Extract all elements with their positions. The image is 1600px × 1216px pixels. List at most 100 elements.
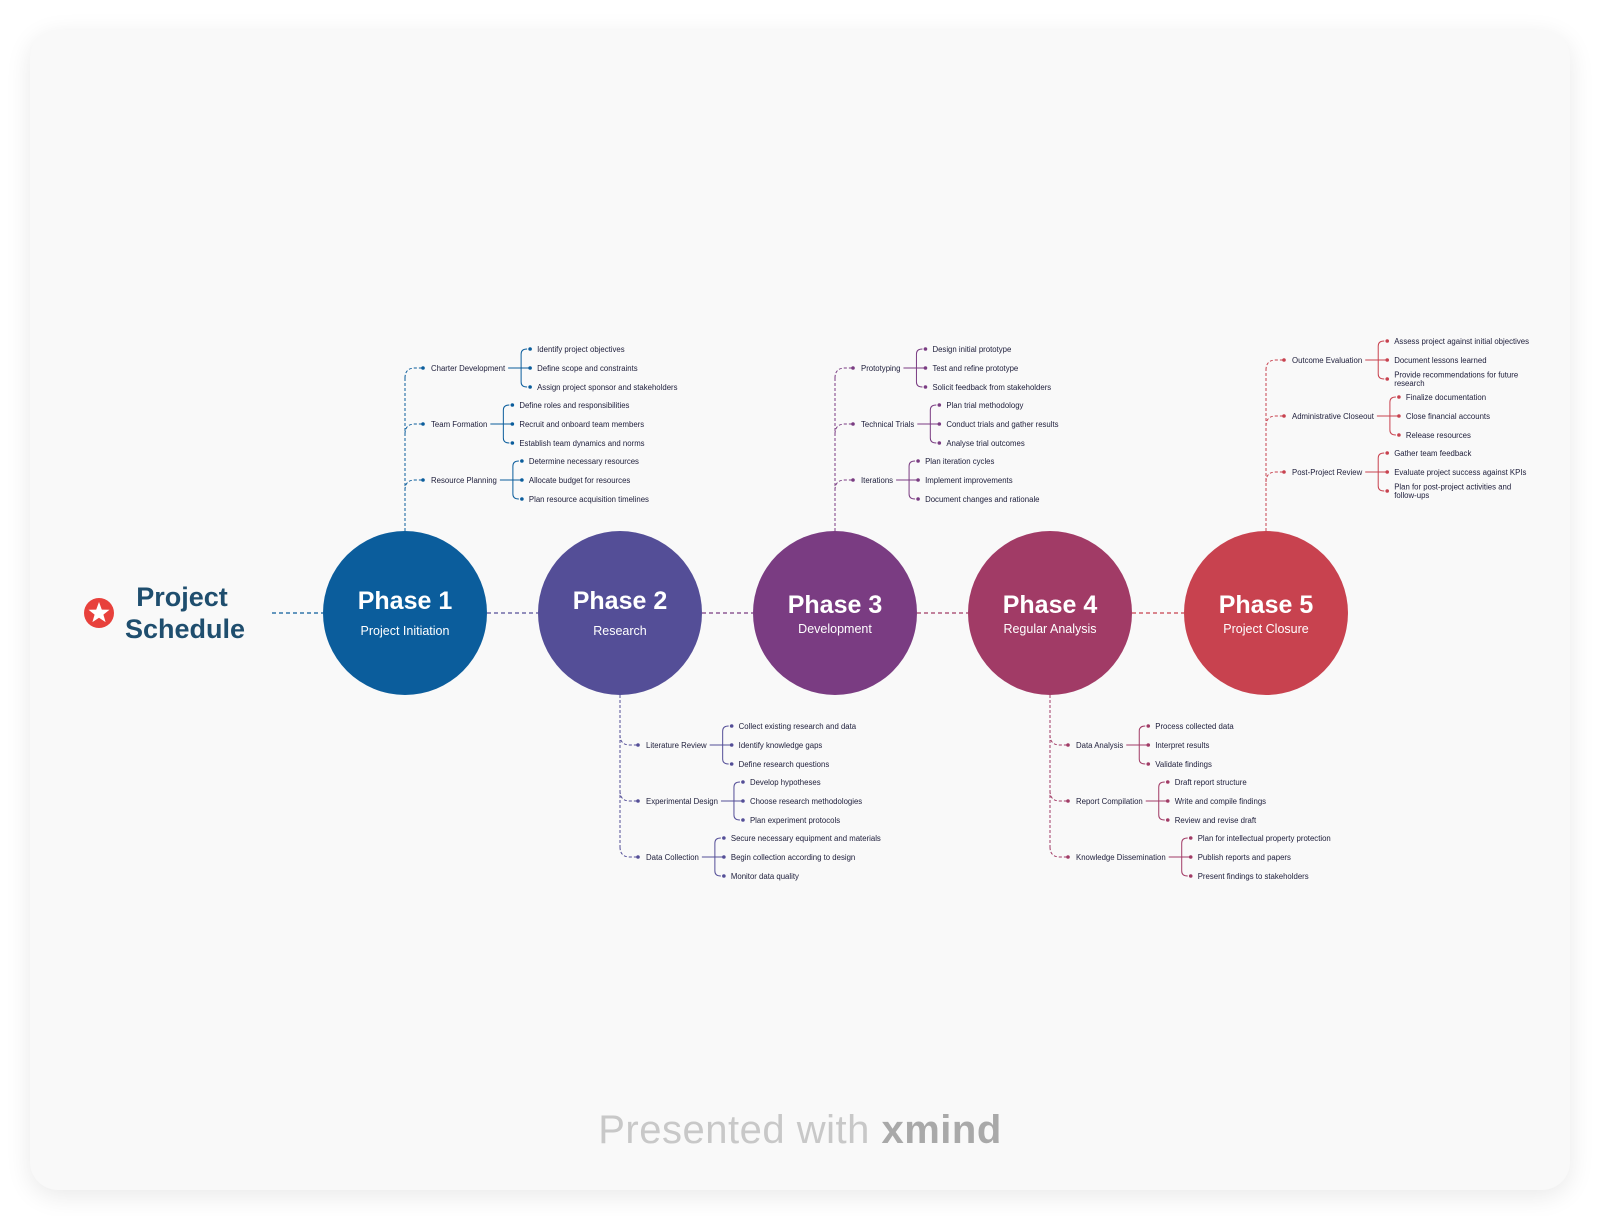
branch-node-dot [851,478,855,482]
branch-label-experimental-design[interactable]: Experimental Design [646,797,718,806]
branch-label-outcome-evaluation[interactable]: Outcome Evaluation [1292,356,1362,365]
branch-label-report-compilation[interactable]: Report Compilation [1076,797,1143,806]
item-dot [1385,339,1390,343]
item-bracket [915,348,923,388]
item-monitor-data-quality[interactable]: Monitor data quality [731,872,799,881]
branch-label-charter-development[interactable]: Charter Development [431,364,506,373]
item-implement-improvements[interactable]: Implement improvements [925,476,1013,485]
item-collect-existing-research-and-data[interactable]: Collect existing research and data [739,722,857,731]
branch-connector [834,367,853,379]
item-dot [528,366,532,370]
branch-label-administrative-closeout[interactable]: Administrative Closeout [1292,412,1375,421]
item-bracket [929,404,937,444]
phase-topics: Phase 1 Project Initiation Charter Develop… [323,337,1529,881]
item-dot [1385,377,1390,381]
item-conduct-trials-and-gather-results[interactable]: Conduct trials and gather results [946,420,1058,429]
item-allocate-budget-for-resources[interactable]: Allocate budget for resources [529,476,631,485]
item-plan-experiment-protocols[interactable]: Plan experiment protocols [750,816,840,825]
item-draft-report-structure[interactable]: Draft report structure [1175,778,1247,787]
item-dot [1165,799,1170,803]
branch-label-post-project-review[interactable]: Post-Project Review [1292,468,1363,477]
item-document-lessons-learned[interactable]: Document lessons learned [1394,356,1486,365]
item-determine-necessary-resources[interactable]: Determine necessary resources [529,457,639,466]
root-topic[interactable]: Project Schedule [84,582,245,644]
item-identify-knowledge-gaps[interactable]: Identify knowledge gaps [739,741,823,750]
phase-circle-5[interactable] [1184,531,1348,695]
item-plan-resource-acquisition-timelines[interactable]: Plan resource acquisition timelines [529,495,649,504]
item-process-collected-data[interactable]: Process collected data [1155,722,1234,731]
item-dot [528,385,532,389]
item-gather-team-feedback[interactable]: Gather team feedback [1394,449,1471,458]
item-bracket [502,404,510,444]
item-design-initial-prototype[interactable]: Design initial prototype [932,345,1011,354]
item-dot [1385,451,1390,455]
item-dot [1385,489,1390,493]
item-review-and-revise-draft[interactable]: Review and revise draft [1175,816,1257,825]
item-dot [923,366,928,370]
item-validate-findings[interactable]: Validate findings [1155,760,1212,769]
branch-node-dot [1066,855,1070,859]
branch-label-team-formation[interactable]: Team Formation [431,420,487,429]
footer-brand-logo[interactable]: xmind [881,1108,1002,1152]
item-define-roles-and-responsibilities[interactable]: Define roles and responsibilities [519,401,629,410]
branch-label-data-collection[interactable]: Data Collection [646,853,699,862]
item-present-findings-to-stakeholders[interactable]: Present findings to stakeholders [1198,872,1309,881]
item-plan-for-intellectual-property-protection[interactable]: Plan for intellectual property protectio… [1198,834,1331,843]
item-bracket [908,460,916,500]
item-close-financial-accounts[interactable]: Close financial accounts [1406,412,1490,421]
branch-connector [834,423,853,435]
branch-label-literature-review[interactable]: Literature Review [646,741,707,750]
item-dot [1146,724,1151,728]
item-define-research-questions[interactable]: Define research questions [739,760,830,769]
item-finalize-documentation[interactable]: Finalize documentation [1406,393,1486,402]
branch-connector [1049,734,1068,746]
item-dot [510,441,515,445]
item-dot [520,478,524,482]
item-plan-trial-methodology[interactable]: Plan trial methodology [946,401,1023,410]
item-define-scope-and-constraints[interactable]: Define scope and constraints [537,364,638,373]
item-dot [520,459,524,463]
branch-label-knowledge-dissemination[interactable]: Knowledge Dissemination [1076,853,1166,862]
item-analyse-trial-outcomes[interactable]: Analyse trial outcomes [946,439,1025,448]
phase-title: Phase 5 [1219,591,1314,619]
phase-circle-2[interactable] [538,531,702,695]
phase-circle-1[interactable] [323,531,487,695]
item-assess-project-against-initial-objectives[interactable]: Assess project against initial objective… [1394,337,1529,346]
branch-connector [1265,471,1284,483]
item-solicit-feedback-from-stakeholders[interactable]: Solicit feedback from stakeholders [932,383,1051,392]
item-establish-team-dynamics-and-norms[interactable]: Establish team dynamics and norms [519,439,644,448]
item-document-changes-and-rationale[interactable]: Document changes and rationale [925,495,1039,504]
item-recruit-and-onboard-team-members[interactable]: Recruit and onboard team members [519,420,644,429]
item-plan-iteration-cycles[interactable]: Plan iteration cycles [925,457,994,466]
branch-label-resource-planning[interactable]: Resource Planning [431,476,497,485]
item-develop-hypotheses[interactable]: Develop hypotheses [750,778,821,787]
item-evaluate-project-success-against-kpis[interactable]: Evaluate project success against KPIs [1394,468,1526,477]
item-publish-reports-and-papers[interactable]: Publish reports and papers [1198,853,1291,862]
item-secure-necessary-equipment-and-materials[interactable]: Secure necessary equipment and materials [731,834,881,843]
phase-circle-4[interactable] [968,531,1132,695]
item-release-resources[interactable]: Release resources [1406,431,1471,440]
phase-circle-3[interactable] [753,531,917,695]
item-choose-research-methodologies[interactable]: Choose research methodologies [750,797,862,806]
phase-title: Phase 3 [788,591,883,619]
item-dot [722,836,726,840]
branch-label-technical-trials[interactable]: Technical Trials [861,420,914,429]
item-assign-project-sponsor-and-stakeholders[interactable]: Assign project sponsor and stakeholders [537,383,678,392]
branch-label-prototyping[interactable]: Prototyping [861,364,900,373]
item-write-and-compile-findings[interactable]: Write and compile findings [1175,797,1266,806]
branch-label-iterations[interactable]: Iterations [861,476,893,485]
phase-subtitle: Project Closure [1223,622,1308,636]
item-dot [1146,743,1151,747]
item-dot [937,422,942,426]
item-interpret-results[interactable]: Interpret results [1155,741,1209,750]
item-identify-project-objectives[interactable]: Identify project objectives [537,345,625,354]
phase-subtitle: Project Initiation [361,624,450,638]
branch-connector [404,423,423,435]
item-test-and-refine-prototype[interactable]: Test and refine prototype [932,364,1018,373]
phase-title: Phase 1 [358,587,453,615]
item-dot [729,724,734,728]
item-begin-collection-according-to-design[interactable]: Begin collection according to design [731,853,855,862]
branch-label-data-analysis[interactable]: Data Analysis [1076,741,1123,750]
